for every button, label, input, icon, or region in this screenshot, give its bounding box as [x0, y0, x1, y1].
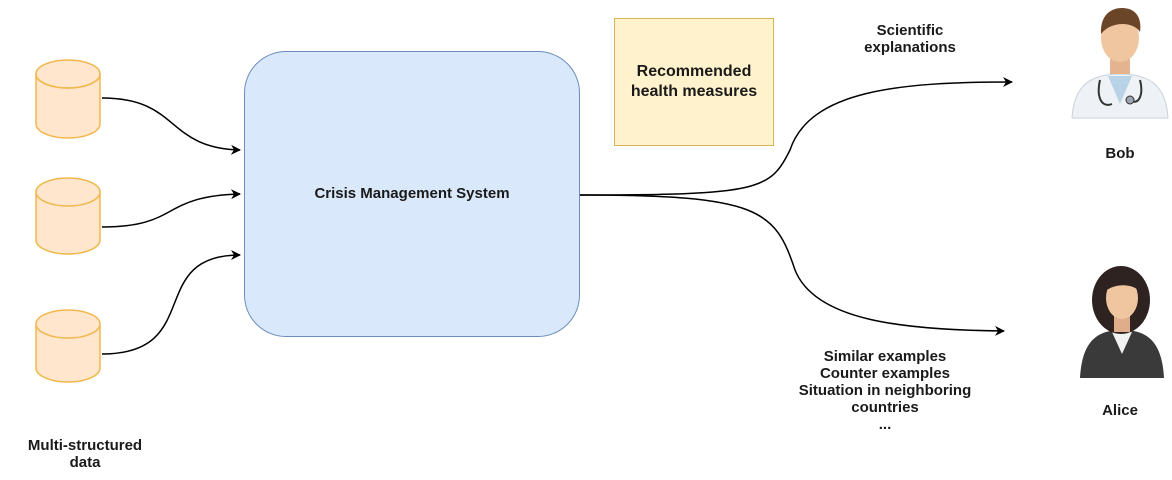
note-label: Recommended health measures	[630, 63, 758, 100]
database-icon-1	[35, 59, 101, 139]
output-arrow-alice	[579, 194, 1005, 336]
data-sources-label: Multi-structured data	[27, 437, 143, 471]
output-arrow-bob	[579, 77, 1013, 196]
database-icon-3	[35, 309, 101, 383]
input-arrow-1	[101, 97, 241, 155]
alice-message-label: Similar examples Counter examples Situat…	[798, 348, 972, 433]
doctor-icon	[1071, 8, 1169, 119]
businesswoman-icon	[1080, 266, 1164, 378]
input-arrow-2	[101, 189, 241, 228]
bob-name: Bob	[1105, 145, 1135, 162]
bob-message-label: Scientific explanations	[864, 22, 956, 56]
crisis-management-system-box	[244, 51, 580, 337]
recommended-measures-note	[614, 18, 774, 146]
database-icon-2	[35, 177, 101, 255]
input-arrow-3	[101, 250, 241, 355]
system-label: Crisis Management System	[314, 185, 510, 202]
alice-name: Alice	[1102, 402, 1138, 419]
